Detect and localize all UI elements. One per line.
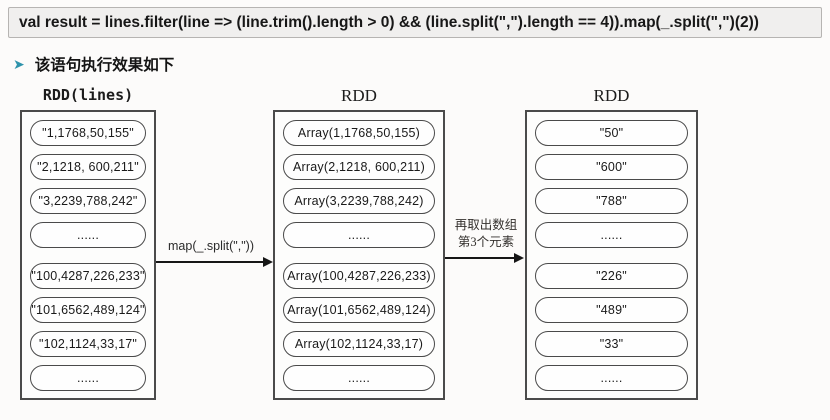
rdd-item: "33" (535, 331, 688, 357)
map-split-arrow-head-icon (263, 257, 273, 267)
take-third-element-label-line1: 再取出数组 (454, 218, 518, 232)
rdd-item: ...... (535, 222, 688, 248)
take-third-element-arrow-head-icon (514, 253, 524, 263)
code-statement-text: val result = lines.filter(line => (line.… (19, 13, 759, 31)
map-split-arrow-label: map(_.split(",")) (168, 239, 254, 253)
rdd-item: ...... (30, 222, 146, 248)
rdd-item: Array(101,6562,489,124) (283, 297, 435, 323)
take-third-element-arrow-line (445, 257, 515, 259)
rdd-item: "2,1218, 600,211" (30, 154, 146, 180)
take-third-element-arrow-label: 再取出数组 第3个元素 (442, 217, 530, 251)
rdd-result-title: RDD (593, 86, 630, 105)
rdd-array-title: RDD (341, 86, 377, 105)
rdd-transformation-diagram: RDD(lines) "1,1768,50,155" "2,1218, 600,2… (0, 86, 830, 416)
section-heading-text: 该语句执行效果如下 (34, 57, 175, 74)
rdd-item: "3,2239,788,242" (30, 188, 146, 214)
rdd-item: "102,1124,33,17" (30, 331, 146, 357)
map-split-arrow-line (156, 261, 264, 263)
rdd-item: Array(1,1768,50,155) (283, 120, 435, 146)
rdd-item: "1,1768,50,155" (30, 120, 146, 146)
rdd-array-box: Array(1,1768,50,155) Array(2,1218, 600,21… (273, 110, 445, 400)
rdd-item: Array(100,4287,226,233) (283, 263, 435, 289)
rdd-item: Array(102,1124,33,17) (283, 331, 435, 357)
rdd-item: Array(3,2239,788,242) (283, 188, 435, 214)
rdd-item: ...... (283, 365, 435, 391)
rdd-item: "101,6562,489,124" (30, 297, 146, 323)
rdd-item: "100,4287,226,233" (30, 263, 146, 289)
rdd-item: "600" (535, 154, 688, 180)
rdd-item: ...... (30, 365, 146, 391)
rdd-item: "50" (535, 120, 688, 146)
rdd-item: "788" (535, 188, 688, 214)
rdd-item: "226" (535, 263, 688, 289)
arrow-bullet-icon: ➤ (13, 56, 25, 72)
rdd-result-box: "50" "600" "788"...... "226" "489" "33"...... (525, 110, 698, 400)
rdd-lines-box: "1,1768,50,155" "2,1218, 600,211" "3,2239,… (20, 110, 156, 400)
rdd-item: "489" (535, 297, 688, 323)
take-third-element-label-line2: 第3个元素 (457, 235, 515, 249)
section-heading: ➤ 该语句执行效果如下 (13, 53, 174, 75)
rdd-item: ...... (283, 222, 435, 248)
code-statement-bar: val result = lines.filter(line => (line.… (8, 7, 822, 38)
rdd-item: Array(2,1218, 600,211) (283, 154, 435, 180)
rdd-lines-title: RDD(lines) (42, 86, 134, 104)
rdd-item: ...... (535, 365, 688, 391)
